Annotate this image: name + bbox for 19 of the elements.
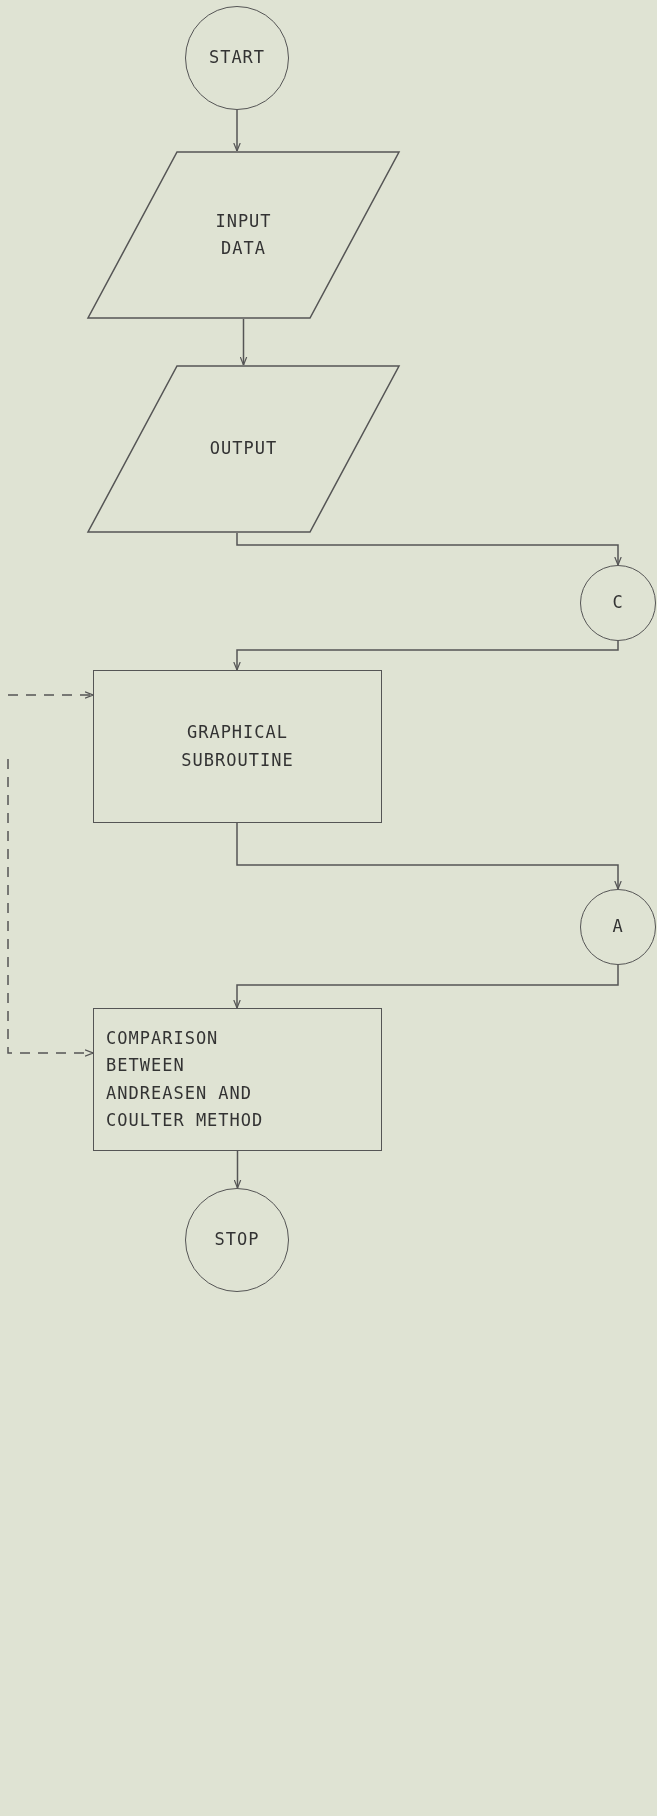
process-box (93, 1008, 382, 1151)
arrow (239, 318, 248, 366)
arrow (233, 109, 241, 152)
arrow (233, 640, 619, 671)
arrow (233, 964, 619, 1009)
node-label: A (611, 915, 625, 939)
node-label: INPUT DATA (214, 209, 273, 260)
node-label: OUTPUT (208, 437, 279, 461)
node-label: START (207, 46, 267, 70)
arrow (236, 532, 622, 566)
node-label: COMPARISON BETWEEN ANDREASEN AND COULTER METHOD (106, 1027, 265, 1132)
node-label: STOP (213, 1228, 261, 1252)
dashed-arrow (7, 758, 94, 1057)
arrow (233, 1150, 242, 1189)
node-label: GRAPHICAL SUBROUTINE (181, 721, 294, 772)
dashed-arrow (7, 691, 94, 699)
process-box (93, 670, 382, 823)
arrow (236, 822, 622, 890)
node-label: C (611, 591, 625, 615)
